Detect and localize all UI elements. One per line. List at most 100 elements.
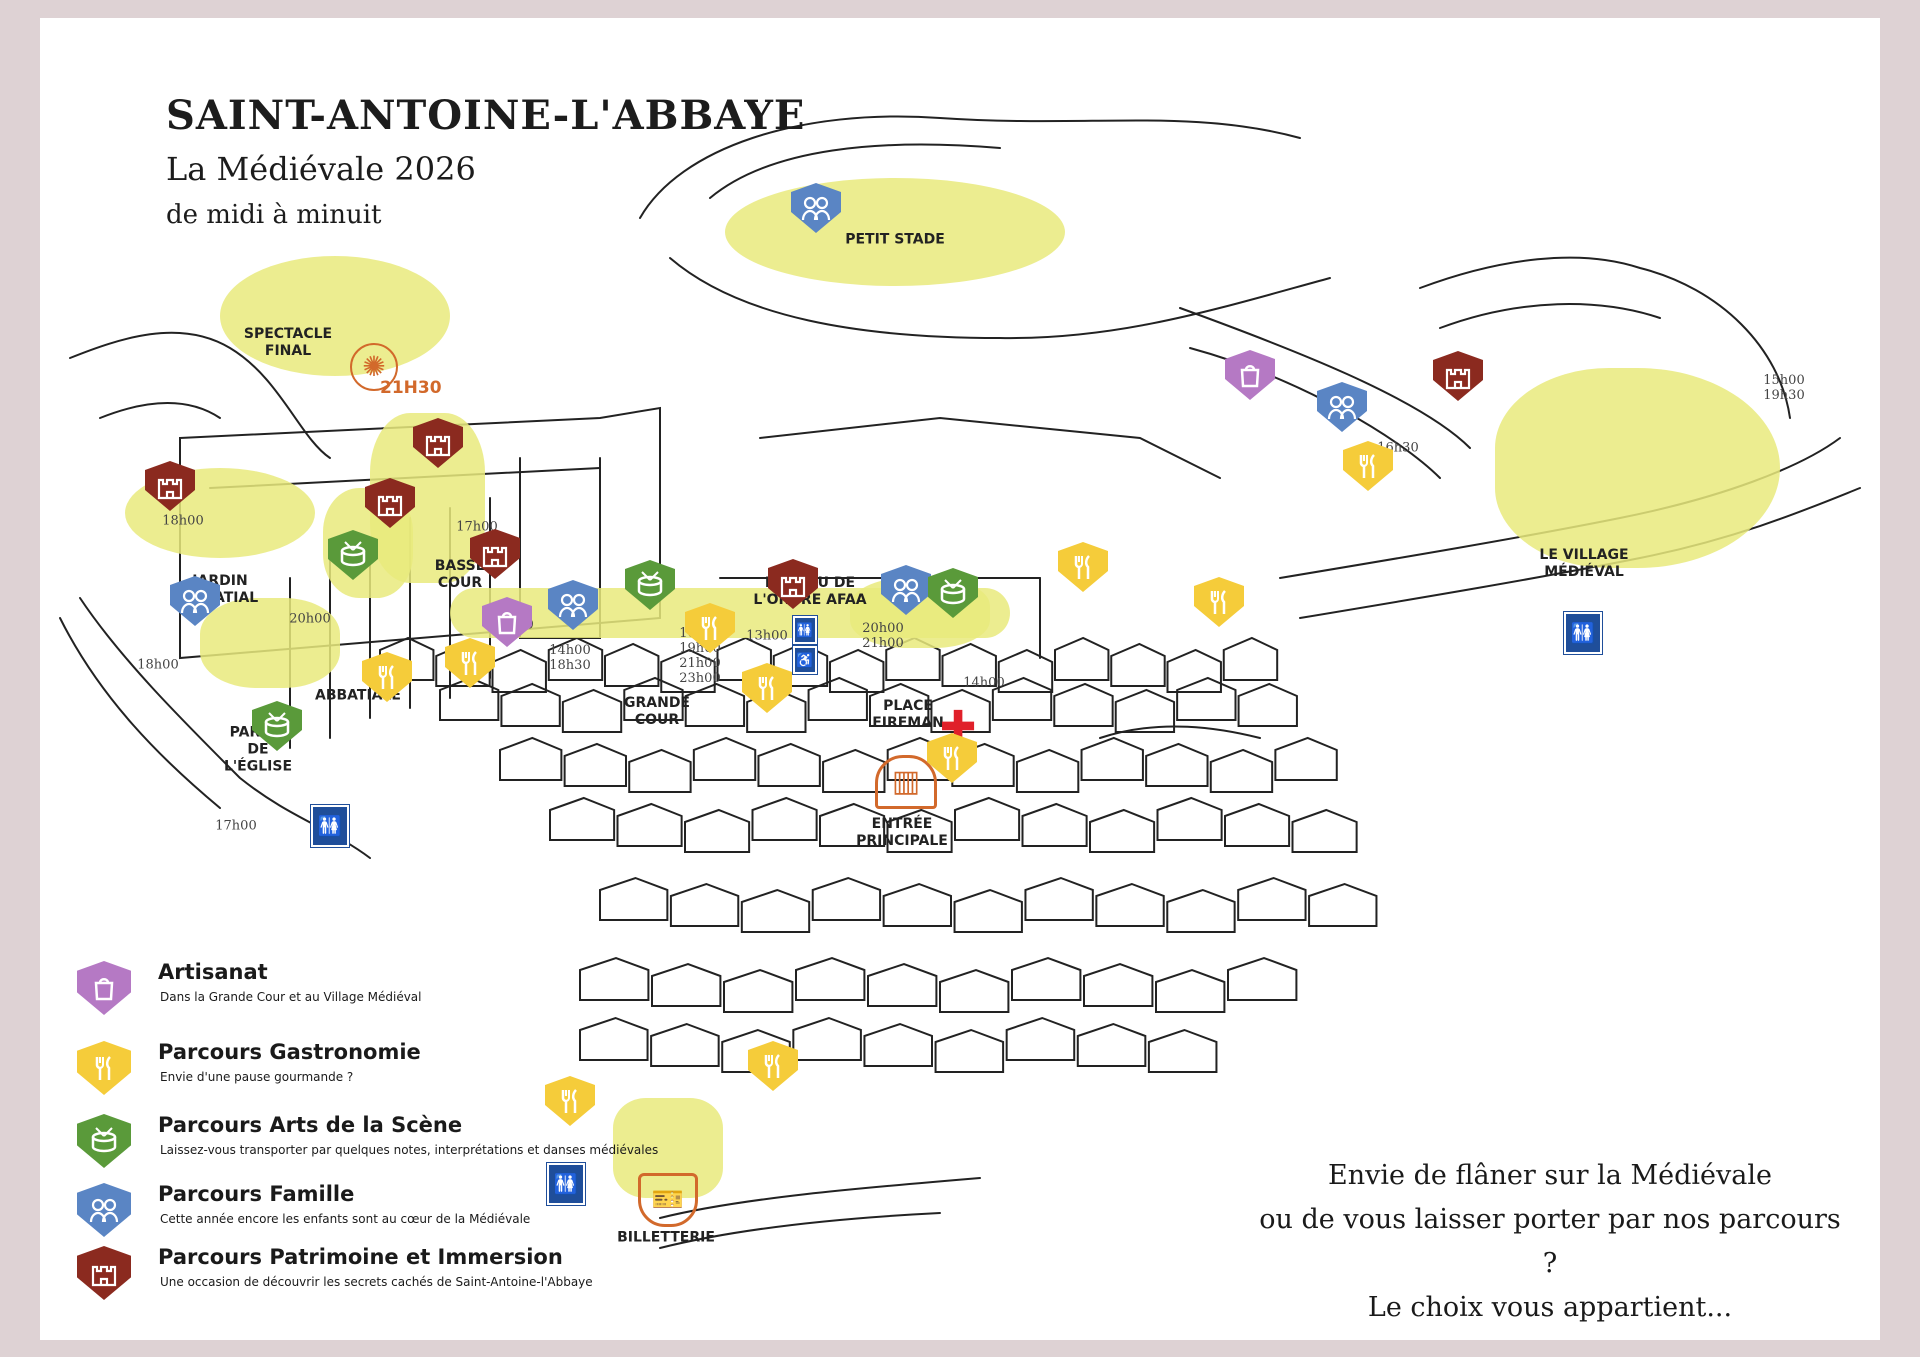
- house-sketch: [723, 968, 794, 1013]
- house-sketch: [885, 636, 941, 681]
- house-sketch: [1054, 636, 1110, 681]
- legend-title: Parcours Arts de la Scène: [158, 1113, 463, 1137]
- house-sketch: [1274, 736, 1338, 781]
- house-sketch: [869, 682, 930, 727]
- legend-title: Parcours Patrimoine et Immersion: [158, 1245, 563, 1269]
- entrance-gate-icon: ▥: [875, 755, 937, 809]
- house-sketch: [811, 876, 882, 921]
- house-sketch: [1114, 688, 1176, 733]
- invitation-line-2: ou de vous laisser porter par nos parcou…: [1259, 1204, 1841, 1279]
- house-sketch: [1224, 802, 1291, 847]
- label-basse-cour: BASSE COUR: [434, 558, 486, 591]
- house-sketch: [1156, 796, 1223, 841]
- house-sketch: [757, 742, 821, 787]
- spectacle-final-time: 21H30: [380, 378, 442, 398]
- house-sketch: [934, 1028, 1005, 1073]
- house-sketch: [882, 882, 952, 927]
- house-sketch: [579, 956, 650, 1001]
- legend-title: Artisanat: [158, 960, 268, 984]
- restroom-icon: 🚻: [546, 1162, 586, 1206]
- house-sketch: [1015, 748, 1080, 793]
- house-sketch: [1222, 636, 1279, 681]
- house-sketch: [807, 676, 868, 721]
- house-sketch: [740, 888, 811, 933]
- restroom-icon: 🚻: [310, 804, 350, 848]
- time-basse-cour-top: 17h00: [456, 519, 498, 535]
- house-sketch: [1166, 648, 1222, 693]
- house-sketch: [1209, 748, 1274, 793]
- house-sketch: [1005, 1016, 1076, 1061]
- time-village-patrimoine: 15h00 19h30: [1763, 373, 1805, 403]
- house-sketch: [439, 676, 500, 721]
- house-sketch: [499, 736, 563, 781]
- house-sketch: [751, 796, 818, 841]
- house-sketch: [716, 636, 772, 681]
- zone-parvis: [200, 598, 340, 688]
- house-sketch: [1237, 876, 1307, 921]
- house-sketch: [721, 1028, 791, 1073]
- town-title: SAINT-ANTOINE-L'ABBAYE: [166, 92, 806, 139]
- house-sketch: [549, 796, 616, 841]
- house-sketch: [1083, 962, 1154, 1007]
- house-sketch: [746, 688, 807, 733]
- house-sketch: [684, 808, 751, 853]
- time-fireman-right: 14h00: [963, 675, 1005, 691]
- zone-billetterie: [613, 1098, 723, 1198]
- legend-description: Dans la Grande Cour et au Village Médiév…: [160, 990, 422, 1004]
- house-sketch: [1080, 736, 1144, 781]
- legend-description: Cette année encore les enfants sont au c…: [160, 1212, 531, 1226]
- house-sketch: [604, 642, 660, 687]
- time-bottom-left: 17h00: [215, 818, 257, 834]
- legend-description: Une occasion de découvrir les secrets ca…: [160, 1275, 593, 1289]
- label-village-medieval: LE VILLAGE MÉDIÉVAL: [1539, 547, 1629, 580]
- house-sketch: [1021, 802, 1088, 847]
- house-sketch: [660, 648, 716, 693]
- house-sketch: [628, 748, 692, 793]
- label-entree-principale: ENTRÉE PRINCIPALE: [856, 816, 948, 849]
- house-sketch: [829, 648, 885, 693]
- house-sketch: [650, 1022, 720, 1067]
- house-sketch: [1089, 808, 1156, 853]
- house-sketch: [561, 688, 623, 733]
- house-sketch: [941, 642, 997, 687]
- house-sketch: [930, 688, 991, 733]
- house-sketch: [867, 962, 938, 1007]
- house-sketch: [1291, 808, 1358, 853]
- legend-description: Envie d'une pause gourmande ?: [160, 1070, 354, 1084]
- time-grande-cour-left: 14h00 18h30: [549, 643, 591, 673]
- zone-village-medieval: [1495, 368, 1780, 568]
- label-grande-cour: GRANDE COUR: [623, 695, 691, 728]
- house-sketch: [1147, 1028, 1218, 1073]
- time-bureau: 13h00: [746, 628, 788, 644]
- house-sketch: [939, 968, 1010, 1013]
- legend-title: Parcours Famille: [158, 1182, 355, 1206]
- house-sketch: [863, 1022, 933, 1067]
- event-hours: de midi à minuit: [166, 200, 382, 230]
- label-petit-stade: PETIT STADE: [845, 231, 945, 248]
- time-abbatiale: 20h00: [289, 611, 331, 627]
- house-sketch: [997, 648, 1054, 693]
- accessible-icon: ♿: [792, 645, 818, 675]
- house-sketch: [1155, 968, 1226, 1013]
- house-sketch: [1176, 676, 1237, 721]
- house-sketch: [692, 736, 757, 781]
- time-jardin: 18h00: [162, 513, 204, 529]
- house-sketch: [1076, 1022, 1147, 1067]
- house-sketch: [651, 962, 722, 1007]
- house-sketch: [563, 742, 627, 787]
- time-fireman-left: 20h00 21h00: [862, 621, 904, 651]
- legend-description: Laissez-vous transporter par quelques no…: [160, 1143, 659, 1157]
- house-sketch: [616, 802, 683, 847]
- house-sketch: [1024, 876, 1094, 921]
- house-sketch: [1166, 888, 1236, 933]
- zone-spectacle-final: [220, 256, 450, 376]
- house-sketch: [819, 802, 886, 847]
- house-sketch: [599, 876, 669, 921]
- house-sketch: [1227, 956, 1298, 1001]
- zone-petit-stade: [725, 178, 1065, 286]
- house-sketch: [991, 676, 1053, 721]
- house-sketch: [953, 888, 1023, 933]
- house-sketch: [1145, 742, 1209, 787]
- house-sketch: [1053, 682, 1114, 727]
- invitation-line-3: Le choix vous appartient...: [1367, 1292, 1733, 1323]
